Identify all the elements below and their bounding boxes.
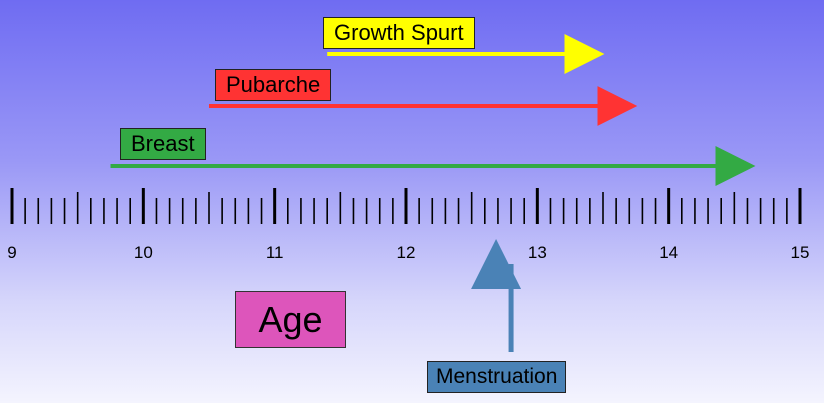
tick-label: 14	[659, 243, 679, 262]
tick-label: 12	[396, 243, 416, 262]
tick-label: 13	[527, 243, 547, 262]
pubarche-label: Pubarche	[215, 69, 332, 101]
growth-spurt-label: Growth Spurt	[323, 17, 475, 49]
ruler-ticks	[10, 188, 802, 224]
age-title-box: Age	[235, 291, 346, 348]
tick-label: 10	[133, 243, 153, 262]
tick-label: 11	[265, 243, 284, 262]
tick-label: 15	[790, 243, 810, 262]
tick-label: 9	[7, 243, 17, 262]
breast-label: Breast	[120, 128, 206, 160]
menstruation-label: Menstruation	[427, 361, 567, 393]
